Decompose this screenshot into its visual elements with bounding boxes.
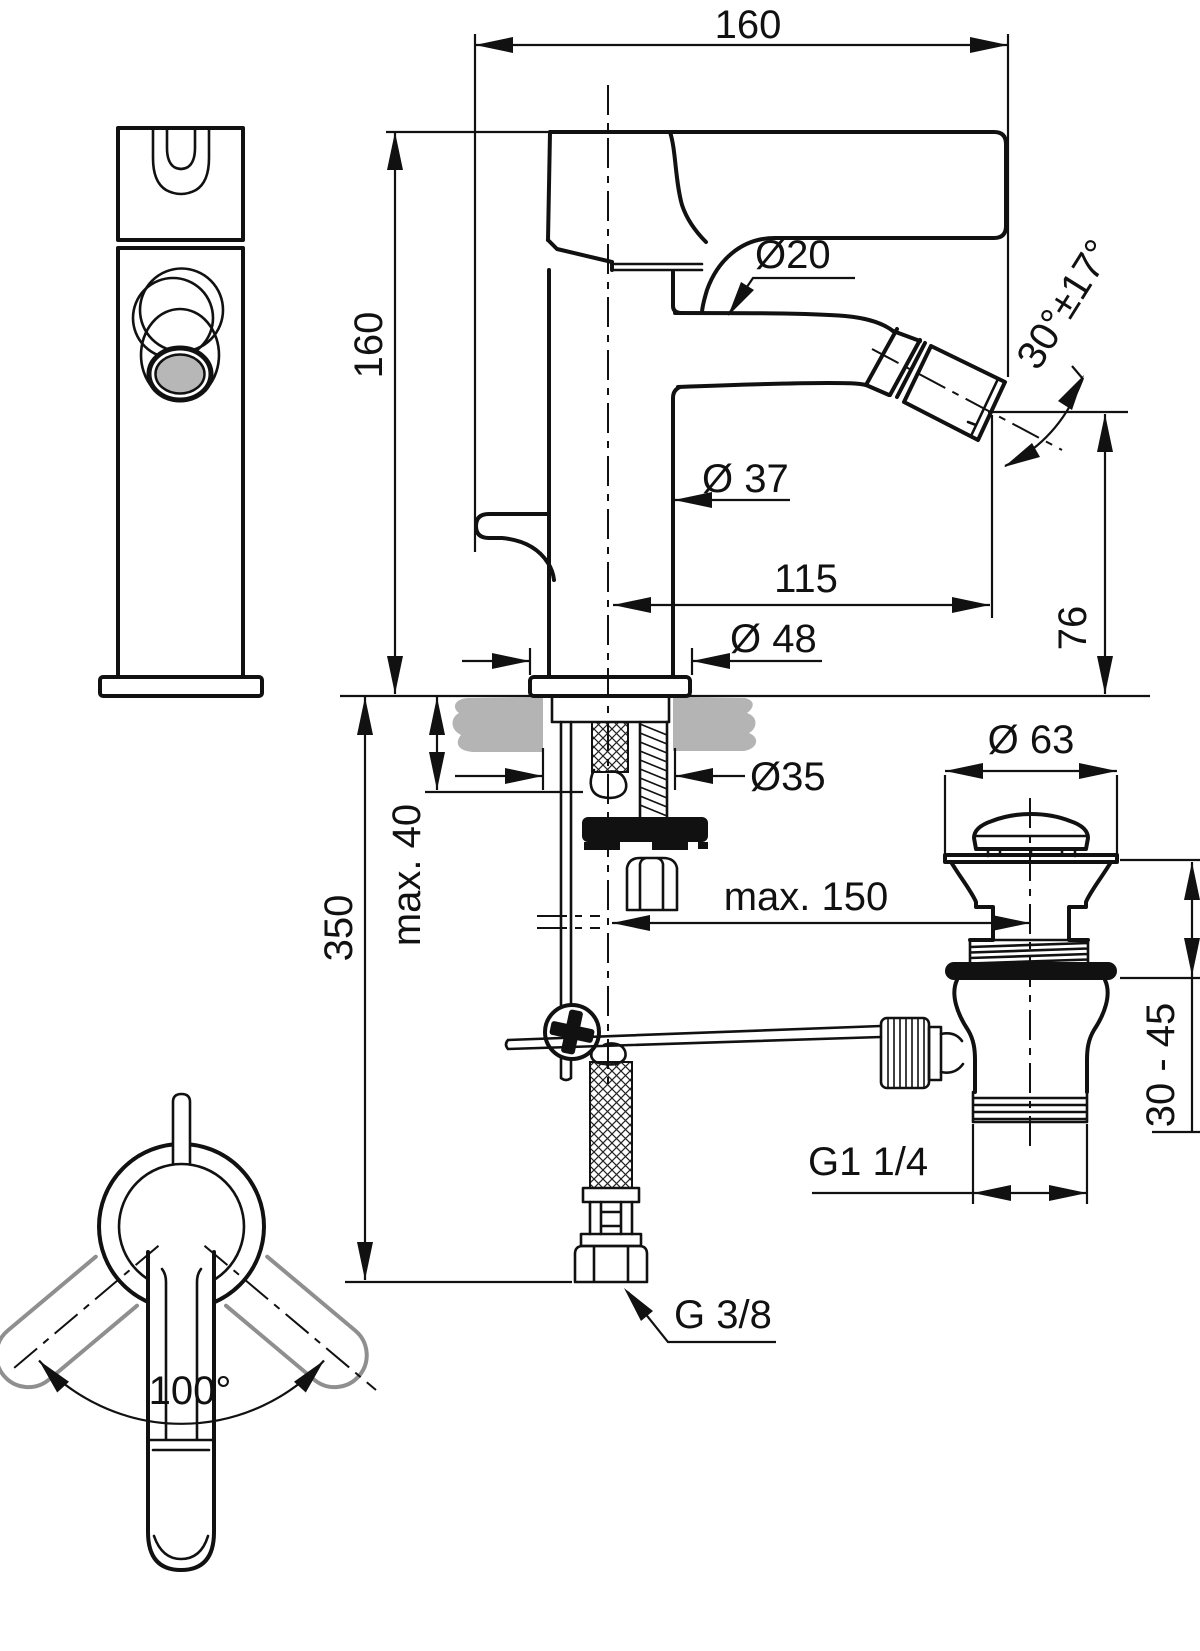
base-flange xyxy=(528,675,692,698)
cap-left-edge xyxy=(546,130,552,242)
hose-upper-braid xyxy=(591,721,629,773)
phantom-handle-left xyxy=(0,1254,139,1390)
dim-body-height: 160 xyxy=(347,312,391,379)
dim-body-height-group: 160 xyxy=(347,130,548,694)
swivel-arc-arrow-left xyxy=(39,1360,69,1393)
waste-tie-rod xyxy=(504,1024,883,1051)
pull-rod-knob xyxy=(474,512,556,582)
pull-rod xyxy=(559,720,573,1082)
dim-base-diameter: Ø 48 xyxy=(730,617,817,661)
knurl-collar xyxy=(927,1025,943,1082)
cap-skirt xyxy=(610,262,704,272)
dim-outlet-height: 76 xyxy=(1051,606,1095,651)
dim-body-diameter: Ø 37 xyxy=(702,457,789,501)
top-handle xyxy=(146,1250,216,1572)
dim-swivel-angle: 100° xyxy=(149,1369,232,1413)
dim-supply-length-group: 350 xyxy=(317,697,572,1284)
lever-fillet xyxy=(700,236,777,315)
spout-collar-edges xyxy=(864,329,922,397)
dim-deck-thickness: max. 40 xyxy=(385,804,429,946)
washer-tab-left xyxy=(584,842,620,850)
mounting-nut xyxy=(625,856,679,912)
top-view: 100° xyxy=(0,1092,377,1572)
waste-neck xyxy=(949,860,1113,942)
dim-drain-distance: max. 150 xyxy=(724,875,889,919)
dim-total-depth-group: 160 xyxy=(473,3,1010,552)
top-handle-details xyxy=(146,1267,216,1561)
dim-spout-reach: 115 xyxy=(774,557,838,601)
hose-ferrule xyxy=(581,1186,641,1204)
front-aerator-face xyxy=(154,353,206,395)
dim-waste-flange-group: Ø 63 xyxy=(943,718,1119,856)
front-lever-end-inner xyxy=(165,127,197,171)
dim-hole-diameter: Ø35 xyxy=(750,755,826,799)
spout-top-edge xyxy=(673,311,895,333)
cap-right-edge xyxy=(668,130,708,244)
dim-waste-flange-diameter: Ø 63 xyxy=(988,718,1075,762)
dim-clamping-range-group: 30 - 45 xyxy=(1120,858,1200,1134)
waste-cap xyxy=(972,812,1090,851)
front-handle-cap xyxy=(116,126,245,242)
dim-hole-diameter-group: Ø35 xyxy=(455,748,826,799)
top-stem xyxy=(171,1092,192,1165)
dim-waste-thread-group: G1 1/4 xyxy=(808,1124,1089,1204)
dim-waste-thread: G1 1/4 xyxy=(808,1140,928,1184)
dim-outlet-height-group: 76 xyxy=(1051,414,1113,694)
shank-washer xyxy=(582,817,708,842)
dim-waste-clamping-range: 30 - 45 xyxy=(1139,1003,1183,1128)
front-view xyxy=(98,126,264,698)
phantom-centerline-left xyxy=(13,1245,160,1369)
front-lever-end-outer xyxy=(151,127,211,196)
waste-body xyxy=(952,978,1110,1094)
swivel-arc-arrow-right xyxy=(294,1360,324,1393)
pull-rod-break-marks xyxy=(537,915,600,929)
hose-lower-braid xyxy=(589,1061,633,1189)
swivel-arc xyxy=(38,1359,325,1425)
top-stem-fill xyxy=(174,1094,189,1162)
dimensions: 160 160 Ø20 30°±17° Ø 37 xyxy=(317,3,1200,1344)
dim-total-depth: 160 xyxy=(715,3,782,47)
dim-base-diameter-group: Ø 48 xyxy=(462,617,822,675)
dim-supply-length: 350 xyxy=(317,895,361,962)
countertop-section xyxy=(340,694,1150,752)
stud-thread-hatch xyxy=(639,723,668,817)
phantom-centerline-right xyxy=(203,1245,377,1391)
dim-drain-distance-group: max. 150 xyxy=(612,875,1030,931)
handle-lever-bar xyxy=(548,130,1008,240)
spout-centerline xyxy=(871,348,1063,451)
washer-tab-mid xyxy=(652,842,688,850)
knurl-lines xyxy=(887,1018,925,1088)
dim-deck-thickness-group: max. 40 xyxy=(385,697,583,946)
dim-supply-thread-group: G 3/8 xyxy=(624,1288,776,1344)
under-counter-assembly xyxy=(504,695,883,1284)
dim-spout-reach-group: 115 xyxy=(613,415,994,618)
dim-supply-thread: G 3/8 xyxy=(674,1293,772,1337)
hose-fitting-body xyxy=(588,1200,634,1236)
front-base-plate xyxy=(98,675,264,698)
dim-spout-tube-diameter: Ø20 xyxy=(755,233,831,277)
supply-nut xyxy=(573,1244,649,1284)
aerator-housing xyxy=(902,344,1007,442)
centerlines xyxy=(607,85,1063,1148)
washer-tab-right xyxy=(698,842,708,849)
dim-spout-tube-group: Ø20 xyxy=(728,233,855,316)
dim-body-diameter-group: Ø 37 xyxy=(674,457,790,508)
hose-upper-end-curl xyxy=(589,768,628,800)
knurl-connectors xyxy=(939,1032,965,1074)
spout-bottom-edge xyxy=(676,381,868,389)
